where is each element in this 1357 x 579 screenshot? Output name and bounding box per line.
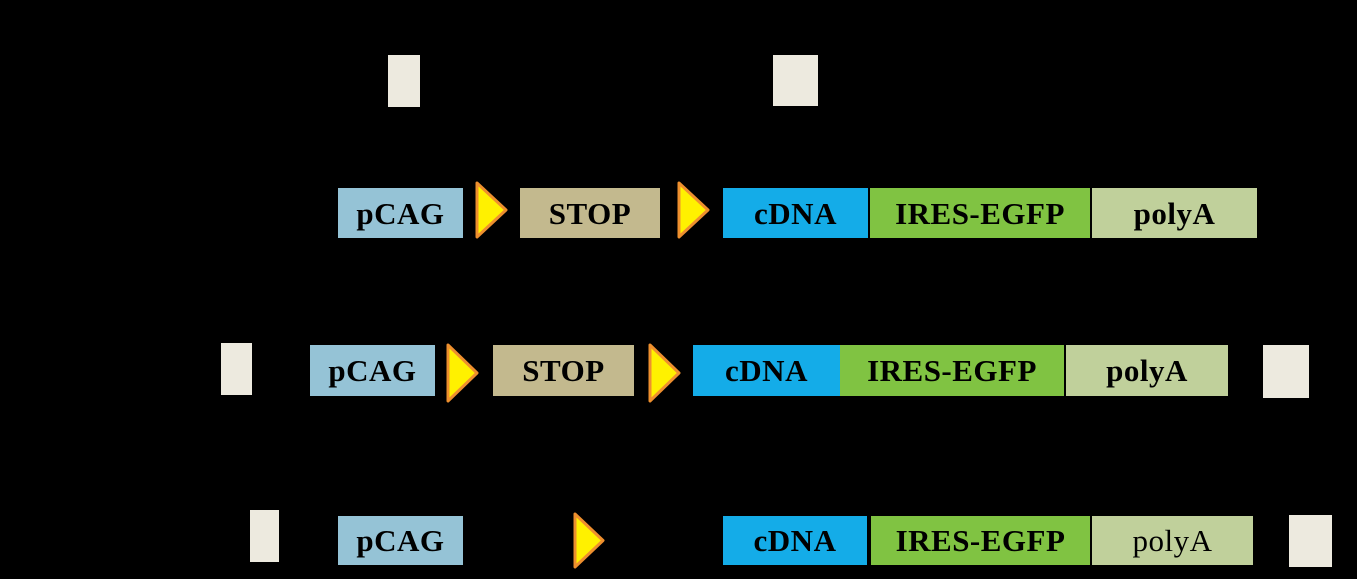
promoter-box: pCAG bbox=[310, 345, 435, 396]
stop-cassette-label: STOP bbox=[548, 195, 632, 231]
cdna-box: cDNA bbox=[693, 345, 840, 396]
loxp-triangle-icon bbox=[446, 343, 479, 403]
promoter-label: pCAG bbox=[356, 195, 445, 231]
promoter-label: pCAG bbox=[328, 353, 417, 388]
marker-box bbox=[1289, 515, 1332, 567]
polya-box: polyA bbox=[1066, 345, 1228, 396]
ires-egfp-label: IRES-EGFP bbox=[895, 523, 1066, 558]
promoter-box: pCAG bbox=[338, 188, 463, 238]
ires-egfp-box: IRES-EGFP bbox=[870, 188, 1090, 238]
loxp-triangle-icon bbox=[573, 512, 605, 569]
cdna-label: cDNA bbox=[753, 523, 837, 558]
ires-egfp-label: IRES-EGFP bbox=[867, 353, 1037, 388]
stop-cassette-box: STOP bbox=[520, 188, 660, 238]
cdna-label: cDNA bbox=[725, 353, 808, 388]
polya-label: polyA bbox=[1106, 353, 1188, 388]
cdna-box: cDNA bbox=[723, 188, 868, 238]
promoter-label: pCAG bbox=[356, 523, 445, 558]
stop-cassette-label: STOP bbox=[522, 353, 605, 388]
cdna-label: cDNA bbox=[754, 195, 837, 231]
polya-label: polyA bbox=[1132, 523, 1213, 558]
loxp-triangle-icon bbox=[648, 343, 681, 403]
marker-box bbox=[250, 510, 279, 562]
marker-box bbox=[1263, 345, 1309, 398]
polya-box: polyA bbox=[1092, 516, 1253, 565]
marker-box bbox=[221, 343, 252, 395]
polya-box: polyA bbox=[1092, 188, 1257, 238]
marker-box bbox=[388, 55, 420, 107]
ires-egfp-box: IRES-EGFP bbox=[871, 516, 1090, 565]
cdna-box: cDNA bbox=[723, 516, 867, 565]
promoter-box: pCAG bbox=[338, 516, 463, 565]
polya-label: polyA bbox=[1133, 195, 1216, 231]
loxp-triangle-icon bbox=[677, 181, 710, 239]
ires-egfp-box: IRES-EGFP bbox=[840, 345, 1064, 396]
ires-egfp-label: IRES-EGFP bbox=[895, 195, 1065, 231]
stop-cassette-box: STOP bbox=[493, 345, 634, 396]
marker-box bbox=[773, 55, 818, 106]
loxp-triangle-icon bbox=[475, 181, 508, 239]
